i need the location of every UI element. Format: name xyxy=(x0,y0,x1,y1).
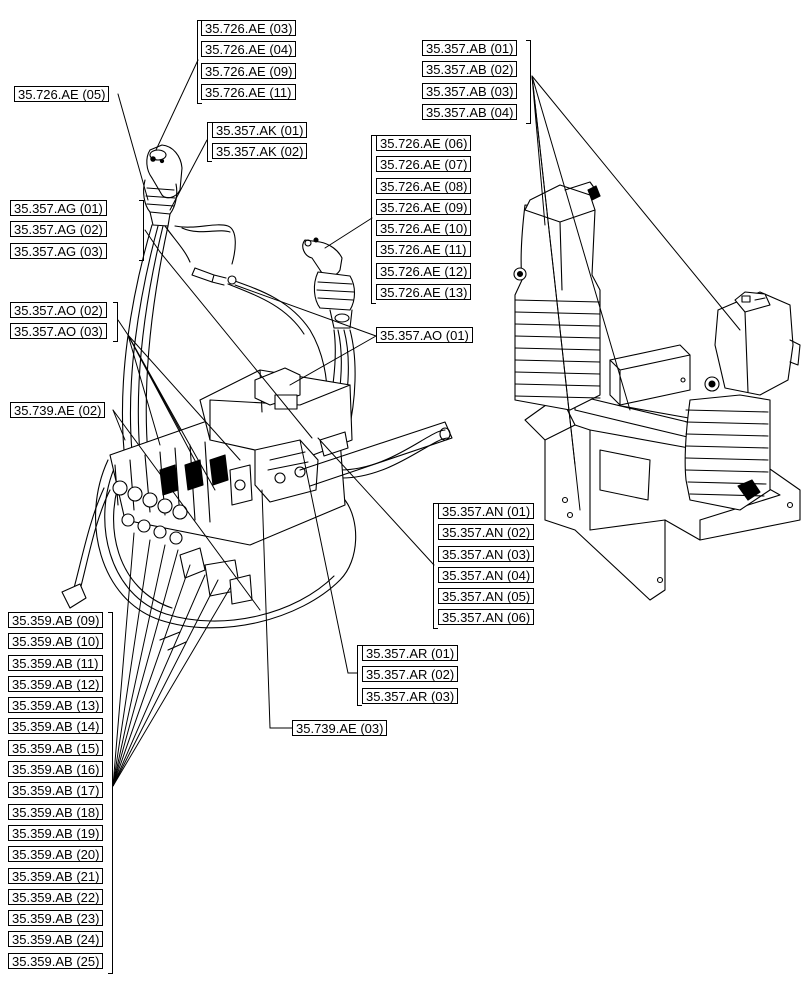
callout-label: 35.726.AE (09) xyxy=(376,198,472,215)
callout-bracket xyxy=(371,135,376,304)
callout-label: 35.726.AE (05) xyxy=(14,86,110,102)
callout-label: 35.359.AB (15) xyxy=(8,739,104,756)
callout-group-357-ao-01: 35.357.AO (01) xyxy=(376,327,473,348)
callout-label: 35.359.AB (22) xyxy=(8,888,104,905)
callout-bracket xyxy=(526,40,531,124)
callout-label: 35.357.AB (02) xyxy=(422,61,518,78)
callout-bracket xyxy=(139,200,144,261)
callout-label: 35.359.AB (24) xyxy=(8,931,104,948)
callout-label: 35.359.AB (21) xyxy=(8,867,104,884)
left-joystick-handle xyxy=(143,144,183,227)
callout-label: 35.359.AB (10) xyxy=(8,633,104,650)
callout-label: 35.726.AE (11) xyxy=(376,241,472,258)
callout-label: 35.357.AR (03) xyxy=(362,687,459,704)
callout-group-726-ae-05: 35.726.AE (05) xyxy=(14,86,110,107)
callout-bracket xyxy=(433,503,438,629)
callout-label: 35.726.AE (10) xyxy=(376,220,472,237)
callout-bracket xyxy=(113,302,118,342)
callout-group-359-ab: 35.359.AB (09) 35.359.AB (10) 35.359.AB … xyxy=(8,612,104,974)
callout-label: 35.359.AB (18) xyxy=(8,803,104,820)
callout-label: 35.726.AE (04) xyxy=(201,41,297,58)
callout-label: 35.357.AN (01) xyxy=(438,503,535,519)
callout-label: 35.357.AR (02) xyxy=(362,666,459,683)
callout-label: 35.359.AB (19) xyxy=(8,824,104,841)
callout-group-357-ag: 35.357.AG (01) 35.357.AG (02) 35.357.AG … xyxy=(10,200,107,264)
callout-group-357-ar: 35.357.AR (01) 35.357.AR (02) 35.357.AR … xyxy=(362,645,459,709)
callout-group-357-ao-02-03: 35.357.AO (02) 35.357.AO (03) xyxy=(10,302,107,345)
callout-group-726-ae-06-13: 35.726.AE (06) 35.726.AE (07) 35.726.AE … xyxy=(376,135,472,305)
callout-label: 35.726.AE (11) xyxy=(201,83,297,100)
callout-label: 35.357.AR (01) xyxy=(362,645,459,661)
callout-bracket xyxy=(108,612,113,974)
callout-group-739-ae-02: 35.739.AE (02) xyxy=(10,402,106,423)
callout-label: 35.726.AE (09) xyxy=(201,62,297,79)
callout-label: 35.726.AE (12) xyxy=(376,262,472,279)
callout-label: 35.357.AK (01) xyxy=(212,122,308,138)
callout-label: 35.357.AO (03) xyxy=(10,323,107,340)
callout-label: 35.359.AB (25) xyxy=(8,952,104,969)
callout-label: 35.359.AB (23) xyxy=(8,910,104,927)
callout-label: 35.357.AK (02) xyxy=(212,143,308,160)
callout-label: 35.359.AB (17) xyxy=(8,782,104,799)
right-console-assembly xyxy=(513,181,801,601)
right-joystick-handle xyxy=(302,237,356,329)
callout-label: 35.357.AN (03) xyxy=(438,545,535,562)
callout-label: 35.357.AG (01) xyxy=(10,200,107,216)
callout-bracket xyxy=(197,20,202,104)
control-valve-bank xyxy=(109,367,453,651)
callout-label: 35.359.AB (16) xyxy=(8,761,104,778)
callout-label: 35.357.AB (01) xyxy=(422,40,518,56)
callout-label: 35.739.AE (02) xyxy=(10,402,106,418)
callout-label: 35.357.AN (04) xyxy=(438,566,535,583)
callout-group-726-ae-03-11: 35.726.AE (03) 35.726.AE (04) 35.726.AE … xyxy=(201,20,297,105)
callout-label: 35.357.AB (03) xyxy=(422,82,518,99)
callout-label: 35.359.AB (13) xyxy=(8,697,104,714)
callout-label: 35.726.AE (13) xyxy=(376,284,472,301)
callout-label: 35.359.AB (11) xyxy=(8,654,104,671)
callout-label: 35.359.AB (14) xyxy=(8,718,104,735)
callout-label: 35.357.AG (03) xyxy=(10,242,107,259)
leader-lines xyxy=(112,59,741,787)
callout-group-739-ae-03: 35.739.AE (03) xyxy=(292,720,388,741)
callout-label: 35.726.AE (06) xyxy=(376,135,472,151)
callout-bracket xyxy=(207,122,212,162)
callout-label: 35.359.AB (20) xyxy=(8,846,104,863)
callout-label: 35.726.AE (07) xyxy=(376,156,472,173)
callout-bracket xyxy=(357,645,362,706)
callout-group-357-ak: 35.357.AK (01) 35.357.AK (02) xyxy=(212,122,308,165)
callout-group-357-an: 35.357.AN (01) 35.357.AN (02) 35.357.AN … xyxy=(438,503,535,631)
callout-label: 35.357.AN (02) xyxy=(438,524,535,541)
callout-label: 35.726.AE (08) xyxy=(376,177,472,194)
callout-label: 35.357.AG (02) xyxy=(10,221,107,238)
callout-label: 35.357.AO (02) xyxy=(10,302,107,318)
callout-label: 35.359.AB (12) xyxy=(8,675,104,692)
callout-label: 35.739.AE (03) xyxy=(292,720,388,736)
callout-label: 35.359.AB (09) xyxy=(8,612,104,628)
callout-label: 35.357.AO (01) xyxy=(376,327,473,343)
callout-label: 35.726.AE (03) xyxy=(201,20,297,36)
callout-label: 35.357.AB (04) xyxy=(422,103,518,120)
callout-label: 35.357.AN (06) xyxy=(438,609,535,626)
callout-label: 35.357.AN (05) xyxy=(438,588,535,605)
callout-group-357-ab: 35.357.AB (01) 35.357.AB (02) 35.357.AB … xyxy=(422,40,518,125)
